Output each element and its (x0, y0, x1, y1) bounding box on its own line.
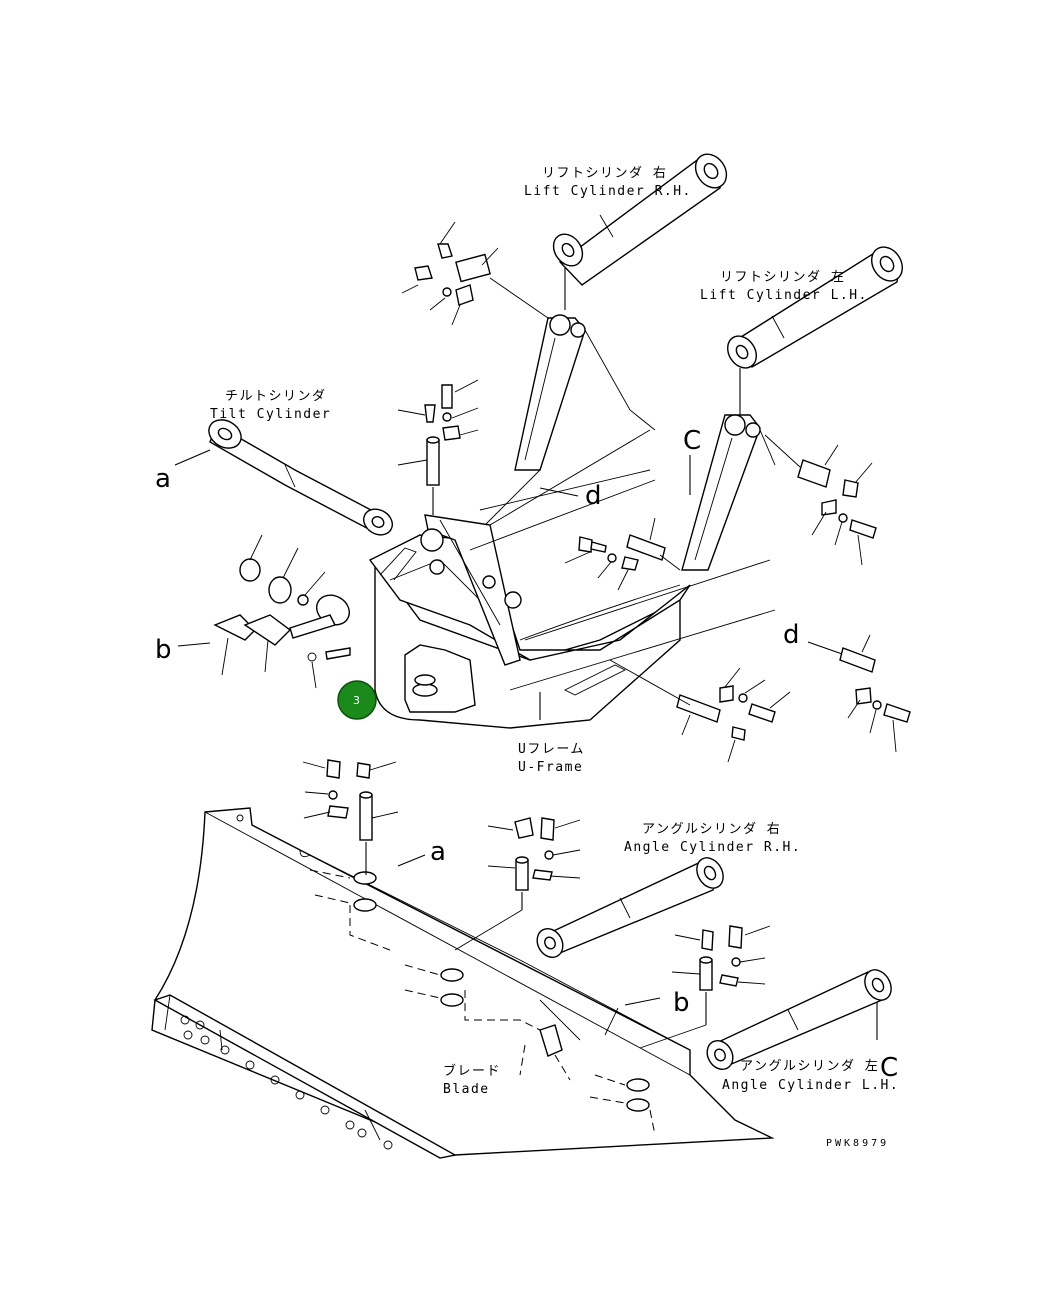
fastener-group-blade-right (639, 925, 771, 1049)
drawing-code: PWK8979 (826, 1138, 889, 1149)
angle-rh-en-label: Angle Cylinder R.H. (624, 840, 801, 855)
ref-letter-b-2: b (673, 988, 690, 1018)
blade-en-label: Blade (443, 1082, 490, 1097)
tilt-pin-assembly (213, 558, 351, 662)
tilt-arrow-b (177, 642, 211, 647)
angle-rh-jp-label: アングルシリンダ 右 (642, 822, 781, 837)
lift-lh-jp-label: リフトシリンダ 左 (720, 270, 845, 285)
lift-bracket-lh (681, 414, 761, 571)
ref-letter-b-1: b (155, 635, 172, 665)
blade (151, 807, 775, 1159)
fastener-group-center (564, 517, 681, 591)
lift-rh-jp-label: リフトシリンダ 右 (542, 166, 667, 181)
angle-cylinder-rh (536, 857, 724, 959)
lift-lh-en-label: Lift Cylinder L.H. (700, 288, 868, 303)
arrow-d-2 (807, 641, 846, 656)
lift-rh-en-label: Lift Cylinder R.H. (524, 184, 692, 199)
uframe-jp-label: Uフレーム (518, 742, 585, 757)
tilt-jp-label: チルトシリンダ (225, 389, 327, 404)
u-frame (368, 514, 691, 729)
tilt-arrow-a (174, 449, 211, 466)
ref-letter-d-1: d (585, 481, 602, 511)
callout-badge-3[interactable]: 3 (337, 680, 377, 720)
fastener-group-top (401, 221, 549, 326)
ref-letter-d-2: d (783, 620, 800, 650)
tilt-cylinder (208, 419, 394, 536)
lift-bracket-rh (479, 314, 656, 531)
uframe-en-label: U-Frame (518, 760, 583, 775)
arrow-d-1 (539, 487, 579, 497)
lift-cylinder-lh (726, 246, 903, 369)
ref-letter-a-1: a (155, 464, 171, 494)
ref-letter-a-2: a (430, 837, 446, 867)
arrow-a-2 (397, 854, 426, 867)
fastener-group-mid (397, 379, 479, 515)
ref-letter-c-1: C (683, 426, 701, 456)
fastener-group-lower-right (839, 634, 911, 753)
tilt-en-label: Tilt Cylinder (210, 407, 331, 422)
fastener-group-right (759, 429, 877, 566)
fastener-group-blade-center (454, 817, 581, 951)
angle-lh-jp-label: アングルシリンダ 左 (740, 1059, 879, 1074)
arrow-b-2 (624, 997, 661, 1006)
blade-mounts-dashed (309, 869, 656, 1136)
angle-lh-en-label: Angle Cylinder L.H. (722, 1078, 899, 1093)
fastener-group-lower-center (609, 659, 791, 763)
fastener-group-blade-left (302, 759, 399, 875)
blade-jp-label: ブレード (443, 1063, 501, 1079)
ref-letter-c-2: C (880, 1053, 898, 1083)
callout-number: 3 (353, 694, 360, 707)
lift-cylinder-rh (552, 153, 728, 286)
angle-cylinder-lh (706, 969, 892, 1071)
